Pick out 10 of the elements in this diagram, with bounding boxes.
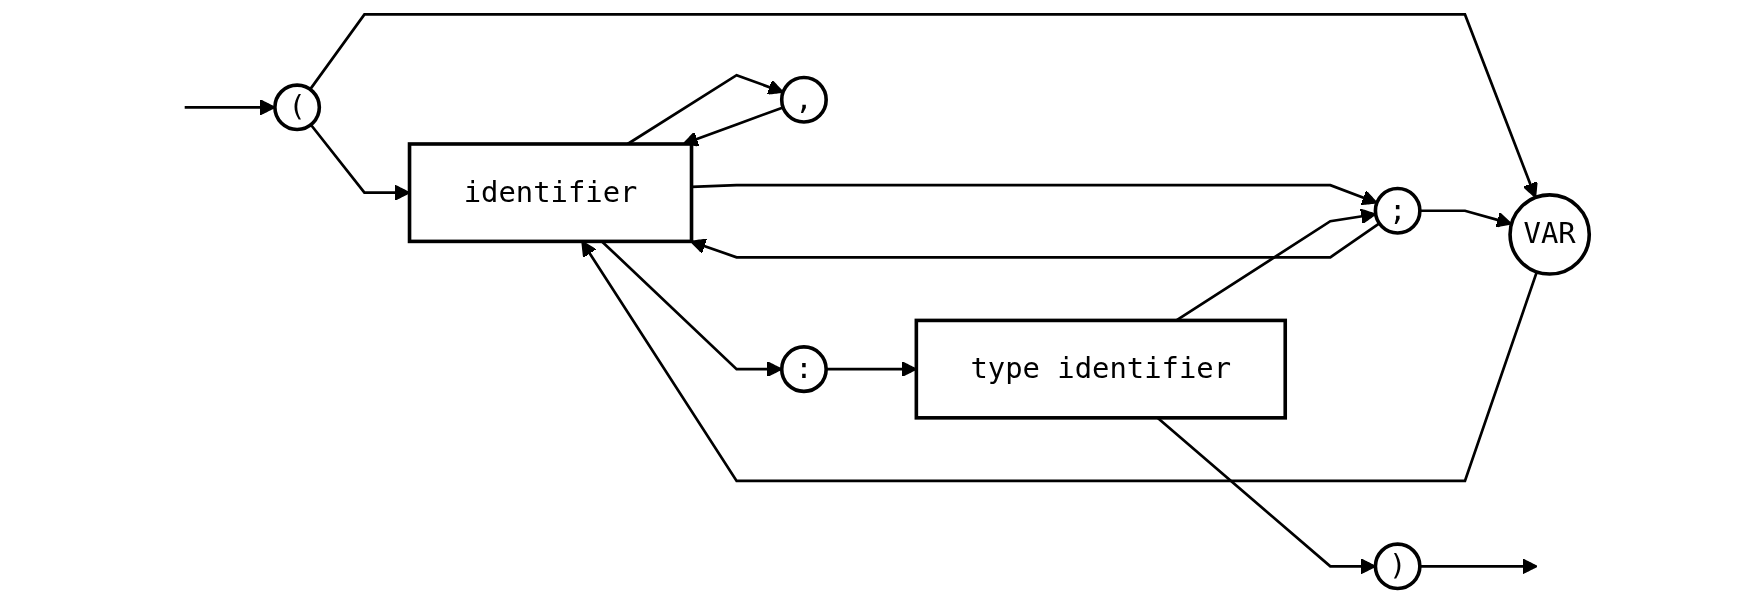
node-circle: ; (1373, 186, 1422, 235)
node-circle: VAR (1507, 193, 1591, 276)
node-circle: ( (272, 83, 321, 132)
node-box: type identifier (914, 318, 1287, 420)
arrow (689, 222, 1380, 259)
node-box: identifier (407, 142, 693, 244)
node-circle: ) (1373, 542, 1422, 591)
node-circle: , (779, 75, 828, 124)
node-circle: : (779, 345, 828, 394)
arrow (308, 13, 1538, 199)
